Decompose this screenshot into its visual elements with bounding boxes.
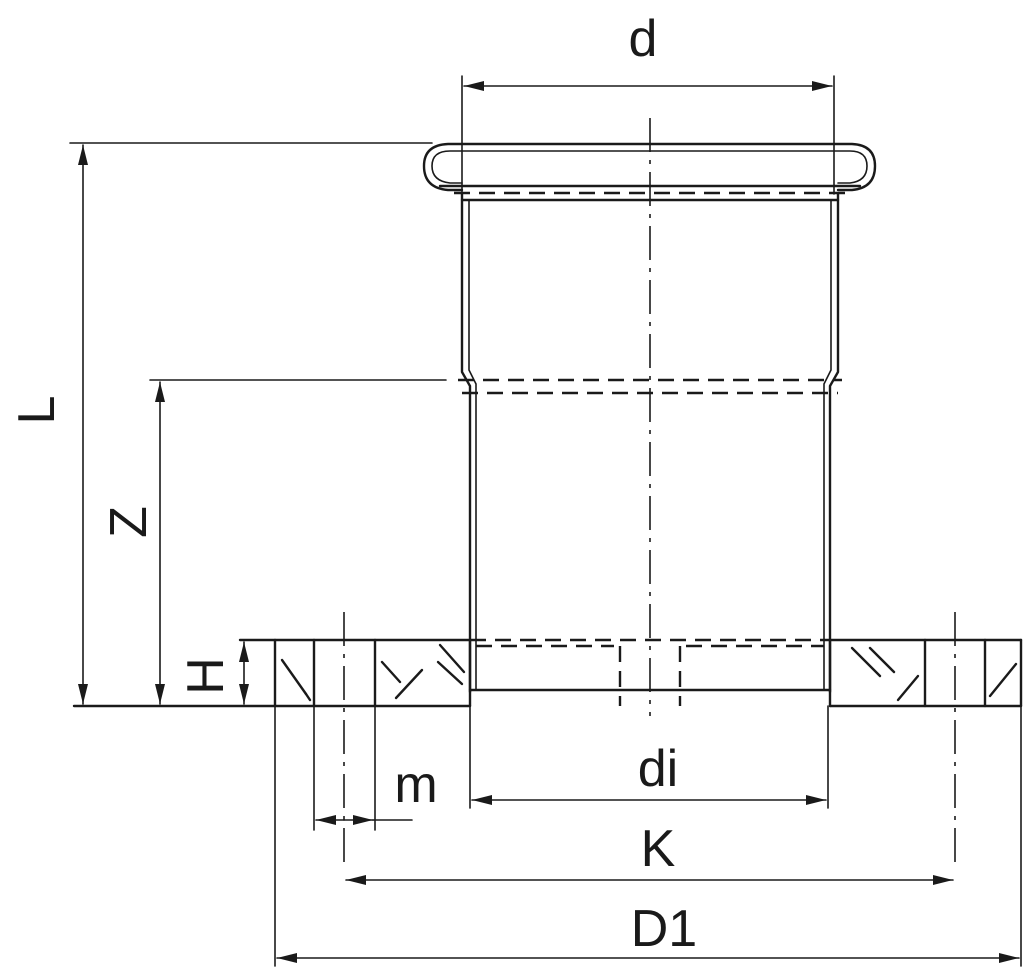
left-inner-wall (468, 199, 477, 691)
flange-hatching (280, 643, 1018, 702)
label-L: L (8, 396, 66, 425)
label-Z: Z (100, 506, 158, 538)
center-lines (343, 118, 956, 868)
flange (72, 638, 1023, 708)
fitting-body (422, 142, 877, 694)
dimension-labels: d L Z H m di K D1 (8, 10, 697, 958)
label-d: d (629, 10, 658, 68)
right-inner-wall (823, 199, 832, 691)
label-H: H (177, 657, 235, 695)
label-di: di (638, 740, 678, 798)
label-D1: D1 (631, 900, 697, 958)
label-m: m (394, 756, 437, 814)
dimensions (69, 75, 1022, 967)
label-K: K (641, 820, 676, 878)
flange-hidden-lines (476, 644, 824, 706)
